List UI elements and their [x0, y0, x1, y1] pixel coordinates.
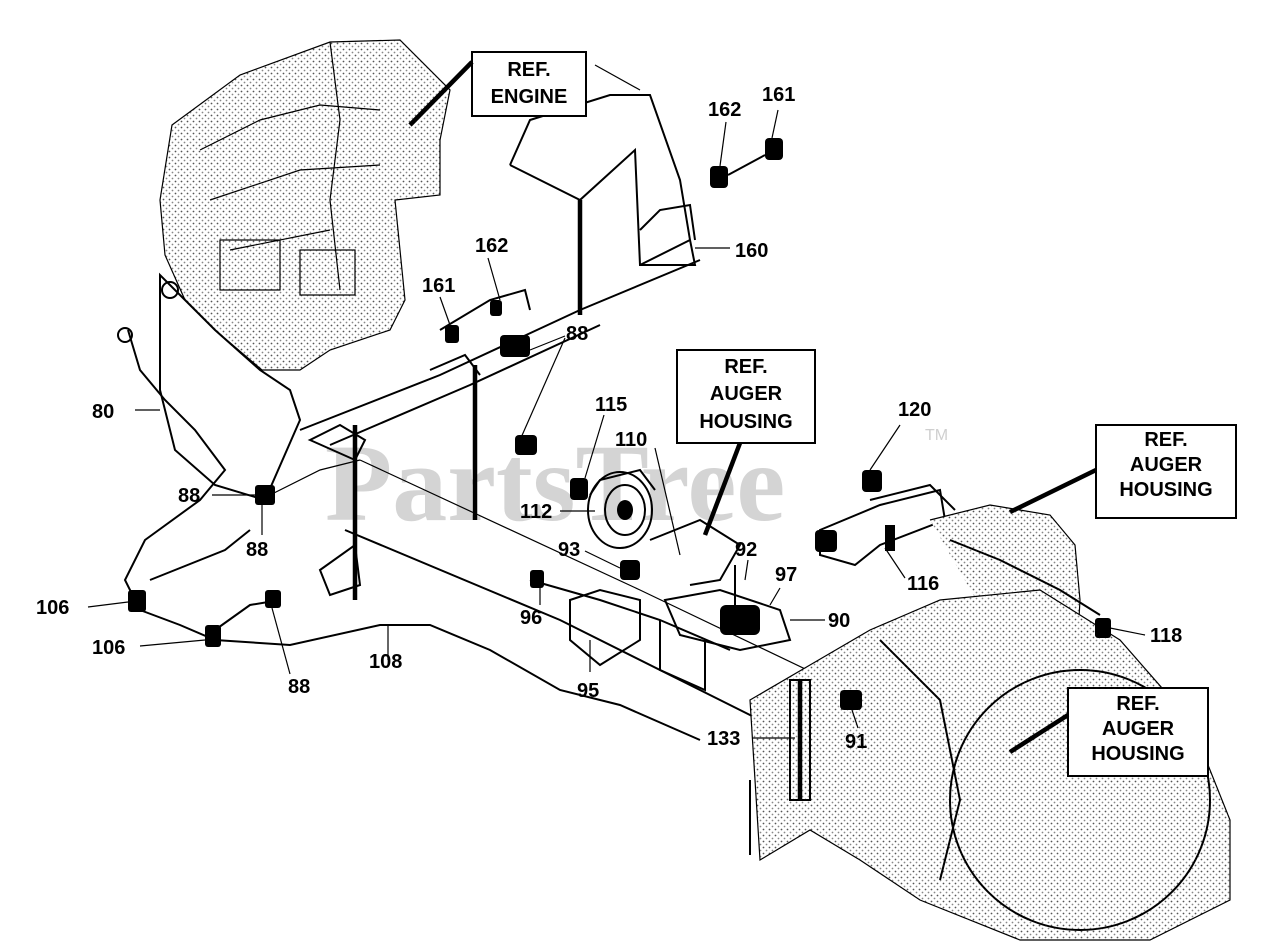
right-bracket-drawing — [815, 470, 956, 567]
ref-auger-rt-line2: AUGER — [1130, 454, 1203, 476]
ref-engine-line1: REF. — [507, 59, 550, 81]
label-88-mid: 88 — [566, 323, 588, 345]
label-92: 92 — [735, 539, 757, 561]
label-108: 108 — [369, 651, 402, 673]
label-91: 91 — [845, 731, 867, 753]
ref-auger-rt-line3: HOUSING — [1119, 479, 1212, 501]
left-bracket-drawing — [117, 272, 701, 741]
label-161-mid: 161 — [422, 275, 455, 297]
ref-auger-rb-line3: HOUSING — [1091, 743, 1184, 765]
label-88-left: 88 — [178, 485, 200, 507]
ref-auger-center-line1: REF. — [724, 356, 767, 378]
engine-drawing — [159, 39, 451, 371]
label-133: 133 — [707, 728, 740, 750]
label-95: 95 — [577, 680, 599, 702]
label-110: 110 — [615, 429, 647, 451]
ref-auger-rb-line2: AUGER — [1102, 718, 1175, 740]
auger-housing-drawing — [749, 504, 1231, 941]
label-93: 93 — [558, 539, 580, 561]
label-106-b: 106 — [92, 637, 125, 659]
label-115: 115 — [595, 394, 627, 416]
frame-beam-drawing — [255, 259, 1001, 761]
label-112: 112 — [520, 501, 552, 523]
label-160: 160 — [735, 240, 768, 262]
callout-labels: 161 162 160 162 161 88 80 88 88 106 106 … — [36, 84, 1182, 753]
label-116: 116 — [907, 573, 939, 595]
top-hardware-drawing — [710, 138, 783, 188]
label-97: 97 — [775, 564, 797, 586]
watermark-trademark: TM — [925, 427, 948, 444]
ref-engine-box: REF. ENGINE — [408, 51, 587, 127]
label-118: 118 — [1150, 625, 1182, 647]
ref-auger-housing-center-box: REF. AUGER HOUSING — [676, 349, 816, 536]
label-161-top: 161 — [762, 84, 795, 106]
leader-lines — [87, 109, 1146, 739]
label-106-a: 106 — [36, 597, 69, 619]
label-162-mid: 162 — [475, 235, 508, 257]
ref-auger-rt-line1: REF. — [1144, 429, 1187, 451]
label-96: 96 — [520, 607, 542, 629]
label-80: 80 — [92, 401, 114, 423]
ref-auger-center-line2: AUGER — [710, 383, 783, 405]
ref-auger-housing-right-top-box: REF. AUGER HOUSING — [1009, 424, 1237, 519]
ref-auger-center-line3: HOUSING — [699, 411, 792, 433]
pulley-assembly-drawing — [529, 468, 792, 692]
ref-auger-rb-line1: REF. — [1116, 693, 1159, 715]
label-88-left2: 88 — [246, 539, 268, 561]
shaft-drawing — [749, 539, 1111, 855]
label-120: 120 — [898, 399, 931, 421]
label-162-top: 162 — [708, 99, 741, 121]
ref-auger-housing-right-bottom-box: REF. AUGER HOUSING — [1008, 687, 1209, 777]
label-90: 90 — [828, 610, 850, 632]
ref-engine-line2: ENGINE — [491, 86, 568, 108]
label-88-bottom: 88 — [288, 676, 310, 698]
